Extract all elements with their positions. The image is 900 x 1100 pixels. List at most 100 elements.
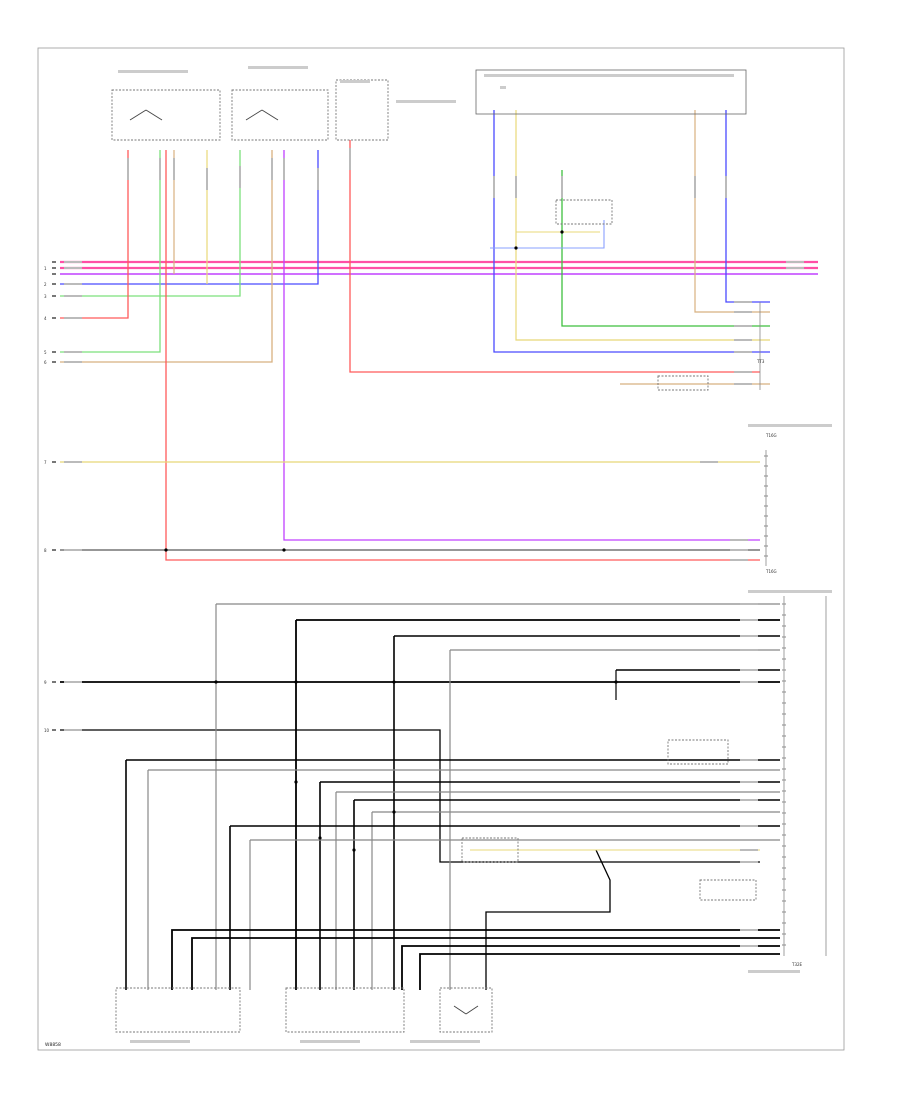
wire-label-mark-10 bbox=[515, 176, 517, 198]
diagram-code: W8858 bbox=[45, 1042, 61, 1048]
wire-label-mark-33 bbox=[734, 383, 752, 385]
speaker-connector-2 bbox=[285, 987, 405, 1033]
component-caption-mark bbox=[130, 1040, 190, 1043]
component-layer bbox=[111, 69, 757, 1033]
component-caption-mark bbox=[118, 70, 188, 73]
right-pin-b bbox=[782, 713, 786, 715]
wire-label-mark-28 bbox=[734, 311, 752, 313]
splice-point-7 bbox=[392, 810, 396, 814]
splice-point-2 bbox=[214, 680, 218, 684]
wire-17 bbox=[725, 110, 770, 303]
right-pin-b bbox=[782, 647, 786, 649]
wire-label-mark-17 bbox=[64, 295, 82, 297]
right-pin-b bbox=[782, 691, 786, 693]
wire-label-mark-47 bbox=[740, 825, 758, 827]
right-pin-a bbox=[764, 465, 768, 467]
wire-label-mark-5 bbox=[271, 158, 273, 180]
right-pin-b bbox=[782, 757, 786, 759]
left-pin-10 bbox=[52, 681, 56, 683]
right-pin-a bbox=[764, 505, 768, 507]
left-terminal-number: 5 bbox=[44, 350, 47, 355]
wire-label-mark-15 bbox=[64, 267, 82, 269]
right-pin-b bbox=[782, 834, 786, 836]
right-pin-b bbox=[782, 856, 786, 858]
fuse-block bbox=[667, 739, 729, 765]
wire-7 bbox=[60, 150, 273, 363]
left-terminal-number: 3 bbox=[44, 294, 47, 299]
component-caption-mark bbox=[396, 100, 456, 103]
left-pin-8 bbox=[52, 461, 56, 463]
splice-point-8 bbox=[318, 836, 322, 840]
component-caption-mark bbox=[484, 74, 734, 77]
right-pin-a bbox=[764, 495, 768, 497]
wire-18 bbox=[490, 220, 605, 249]
wire-label-mark-39 bbox=[740, 619, 758, 621]
wire-52 bbox=[191, 937, 780, 990]
wire-label-mark-32 bbox=[734, 371, 752, 373]
wire-3 bbox=[60, 150, 319, 285]
left-terminal-number: 7 bbox=[44, 460, 47, 465]
right-pin-b bbox=[782, 768, 786, 770]
wire-label-mark-41 bbox=[740, 649, 758, 651]
wire-label-mark-50 bbox=[740, 929, 758, 931]
splice-point-11 bbox=[560, 230, 564, 234]
component-caption-mark bbox=[748, 424, 832, 427]
wire-label-mark-29 bbox=[734, 325, 752, 327]
wire-label-mark-16 bbox=[64, 283, 82, 285]
wire-label-mark-14 bbox=[64, 261, 82, 263]
wire-12 bbox=[349, 140, 760, 373]
right-pin-b bbox=[782, 680, 786, 682]
wire-16 bbox=[694, 110, 770, 313]
right-pin-b bbox=[782, 724, 786, 726]
wire-label-mark-3 bbox=[206, 168, 208, 190]
junction-layer bbox=[164, 230, 618, 852]
right-pin-b bbox=[782, 845, 786, 847]
right-pin-b bbox=[782, 636, 786, 638]
wire-label-mark-12 bbox=[694, 176, 696, 198]
ground-point-g2 bbox=[699, 879, 757, 901]
connector-label-tt3: TT3 bbox=[756, 359, 765, 364]
right-pin-b bbox=[782, 746, 786, 748]
left-pin-5 bbox=[52, 317, 56, 319]
right-pin-b bbox=[782, 702, 786, 704]
left-seat-switch-2 bbox=[231, 89, 329, 141]
wire-54 bbox=[419, 953, 780, 990]
wire-24 bbox=[60, 729, 760, 863]
wire-label-mark-26 bbox=[786, 267, 804, 269]
wire-layer bbox=[60, 110, 827, 990]
wire-6 bbox=[60, 150, 161, 353]
component-caption-mark bbox=[340, 80, 370, 83]
left-pin-4 bbox=[52, 295, 56, 297]
wire-label-mark-19 bbox=[64, 351, 82, 353]
component-caption-mark bbox=[300, 1040, 360, 1043]
diagram-frame bbox=[37, 47, 845, 1051]
right-pin-a bbox=[764, 555, 768, 557]
switch-contact-0 bbox=[129, 109, 147, 121]
right-pin-b bbox=[782, 889, 786, 891]
left-pin-2 bbox=[52, 273, 56, 275]
wire-label-mark-48 bbox=[740, 849, 758, 851]
wire-13 bbox=[493, 110, 770, 353]
left-pin-1 bbox=[52, 267, 56, 269]
wire-label-mark-43 bbox=[740, 681, 758, 683]
wire-label-mark-44 bbox=[740, 759, 758, 761]
component-caption-mark bbox=[248, 66, 308, 69]
splice-point-9 bbox=[352, 848, 356, 852]
wire-label-mark-51 bbox=[740, 945, 758, 947]
connector-label-t16g-2: T16G bbox=[765, 569, 777, 574]
left-pin-11 bbox=[52, 729, 56, 731]
wire-label-mark-11 bbox=[561, 176, 563, 198]
wire-label-mark-7 bbox=[317, 168, 319, 190]
switch-contact-5 bbox=[465, 1005, 479, 1015]
splice-point-1 bbox=[392, 680, 396, 684]
wire-label-mark-13 bbox=[725, 176, 727, 198]
left-terminal-number: 2 bbox=[44, 282, 47, 287]
wire-label-mark-40 bbox=[740, 635, 758, 637]
wire-label-mark-23 bbox=[64, 681, 82, 683]
wire-4 bbox=[60, 150, 241, 297]
right-pin-b bbox=[782, 944, 786, 946]
right-pin-b bbox=[782, 911, 786, 913]
left-terminal-number: 1 bbox=[44, 266, 47, 271]
wire-label-mark-2 bbox=[173, 158, 175, 180]
